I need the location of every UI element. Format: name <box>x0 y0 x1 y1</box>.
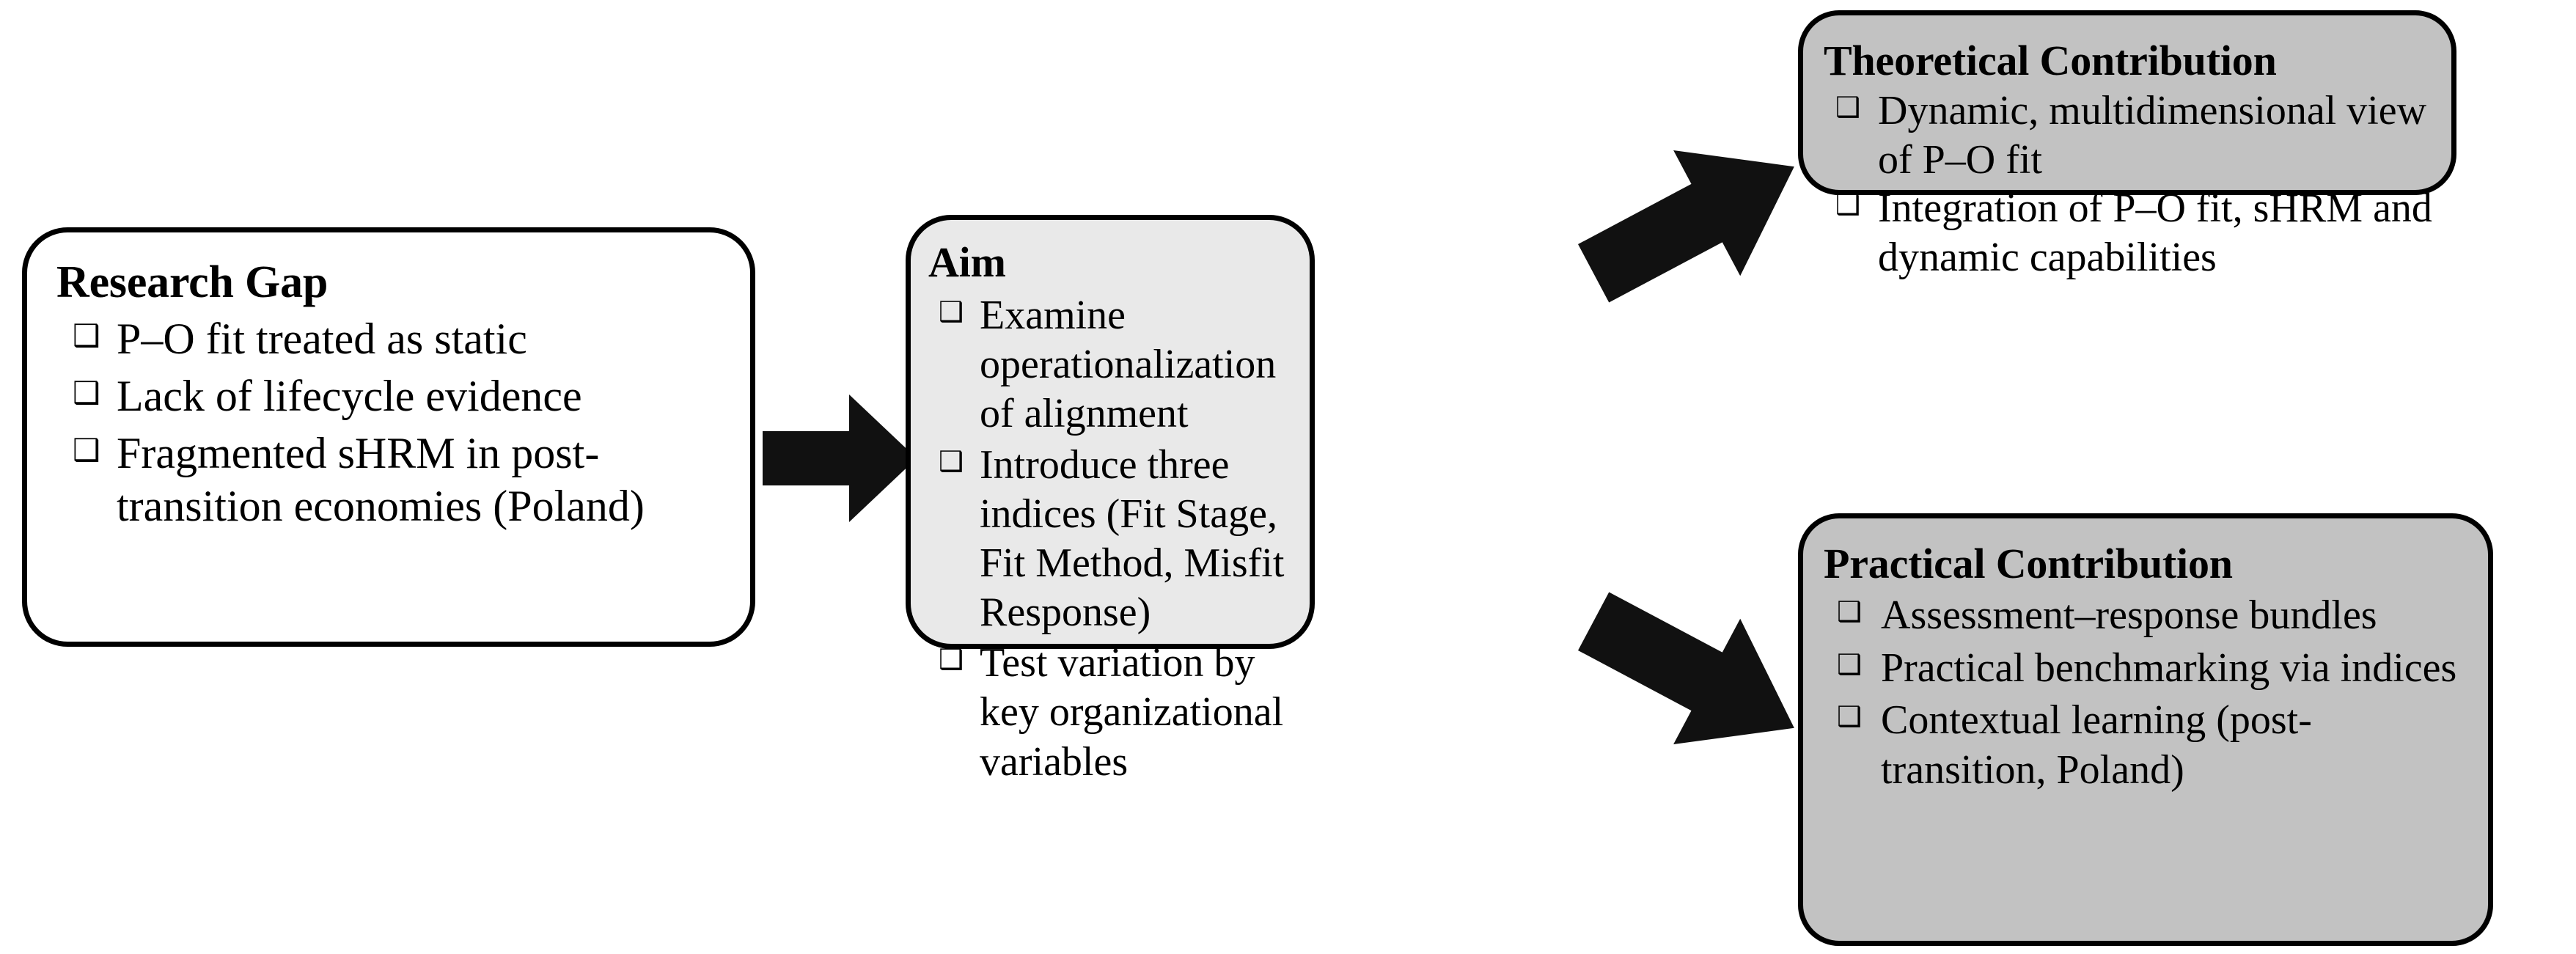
list-item-text: Assessment–response bundles <box>1881 592 2377 638</box>
node-aim-title: Aim <box>928 238 1006 286</box>
square-bullet-icon: ❑ <box>1837 596 1863 628</box>
arrow-right-icon <box>763 381 917 535</box>
square-bullet-icon: ❑ <box>939 645 964 676</box>
list-item: ❑ Contextual learning (post-transition, … <box>1824 696 2469 796</box>
list-item: ❑ Examine operationalization of alignmen… <box>928 291 1295 439</box>
node-practical-contribution: Practical Contribution ❑ Assessment–resp… <box>1798 513 2493 946</box>
node-research-gap-bullets: ❑ P–O fit treated as static ❑ Lack of li… <box>56 312 721 532</box>
square-bullet-icon: ❑ <box>73 434 100 469</box>
list-item: ❑ Lack of lifecycle evidence <box>56 370 721 422</box>
list-item-text: Integration of P–O fit, sHRM and dynamic… <box>1878 186 2432 280</box>
square-bullet-icon: ❑ <box>73 320 100 354</box>
arrow-down-right-icon <box>1566 568 1822 781</box>
list-item: ❑ Test variation by key organizational v… <box>928 639 1295 787</box>
list-item: ❑ Introduce three indices (Fit Stage, Fi… <box>928 441 1295 638</box>
square-bullet-icon: ❑ <box>1835 92 1861 123</box>
list-item: ❑ Dynamic, multidimensional view of P–O … <box>1824 87 2432 184</box>
square-bullet-icon: ❑ <box>1837 702 1863 733</box>
node-practical-contribution-title: Practical Contribution <box>1824 540 2233 587</box>
node-practical-contribution-bullets: ❑ Assessment–response bundles ❑ Practica… <box>1824 591 2469 796</box>
node-research-gap-title: Research Gap <box>56 257 329 307</box>
list-item: ❑ Integration of P–O fit, sHRM and dynam… <box>1824 184 2432 282</box>
square-bullet-icon: ❑ <box>1835 190 1861 221</box>
square-bullet-icon: ❑ <box>939 446 964 477</box>
list-item: ❑ Fragmented sHRM in post-transition eco… <box>56 427 721 532</box>
list-item-text: Test variation by key organizational var… <box>980 640 1284 785</box>
list-item: ❑ Assessment–response bundles <box>1824 591 2469 641</box>
square-bullet-icon: ❑ <box>939 296 964 328</box>
list-item-text: Fragmented sHRM in post-transition econo… <box>117 429 645 531</box>
node-research-gap: Research Gap ❑ P–O fit treated as static… <box>22 227 755 647</box>
list-item-text: Contextual learning (post-transition, Po… <box>1881 697 2312 793</box>
list-item: ❑ P–O fit treated as static <box>56 312 721 365</box>
node-theoretical-contribution-bullets: ❑ Dynamic, multidimensional view of P–O … <box>1824 87 2432 282</box>
square-bullet-icon: ❑ <box>73 377 100 411</box>
list-item-text: Introduce three indices (Fit Stage, Fit … <box>980 441 1285 636</box>
node-aim: Aim ❑ Examine operationalization of alig… <box>906 215 1315 785</box>
list-item-text: Lack of lifecycle evidence <box>117 372 582 421</box>
list-item-text: Practical benchmarking via indices <box>1881 645 2457 691</box>
node-theoretical-contribution: Theoretical Contribution ❑ Dynamic, mult… <box>1798 10 2456 280</box>
square-bullet-icon: ❑ <box>1837 649 1863 680</box>
arrow-up-right-icon <box>1566 114 1822 326</box>
list-item-text: Examine operationalization of alignment <box>980 292 1277 437</box>
list-item: ❑ Practical benchmarking via indices <box>1824 644 2469 694</box>
node-theoretical-contribution-title: Theoretical Contribution <box>1824 37 2277 84</box>
list-item-text: P–O fit treated as static <box>117 315 527 364</box>
node-aim-bullets: ❑ Examine operationalization of alignmen… <box>928 291 1295 787</box>
list-item-text: Dynamic, multidimensional view of P–O fi… <box>1878 87 2427 183</box>
